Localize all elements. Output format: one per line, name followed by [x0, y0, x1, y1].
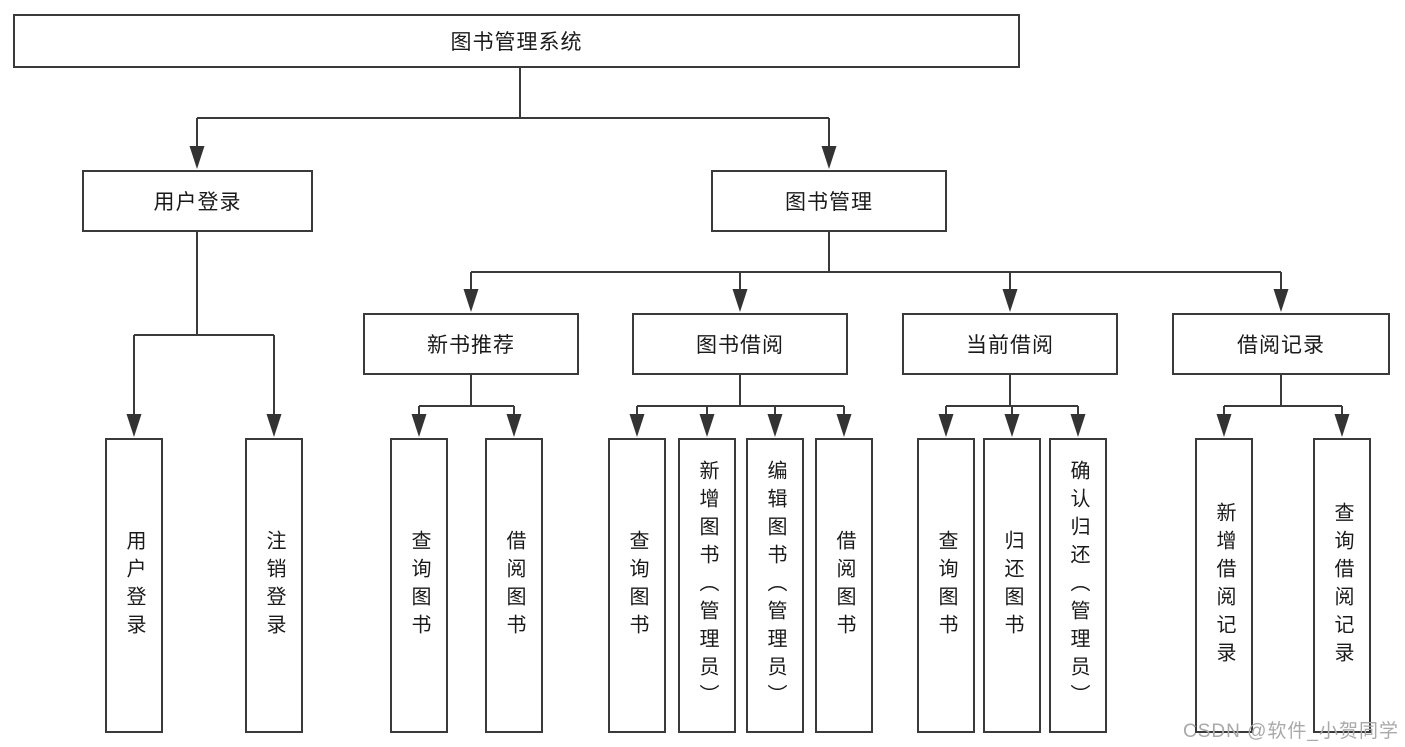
node-leaf-borrow-query-label: 查询图书: [626, 529, 648, 642]
node-leaf-current-query-label: 查询图书: [935, 529, 957, 642]
node-book-management-label: 图书管理: [785, 191, 873, 214]
arrowhead: [411, 414, 427, 437]
node-leaf-borrow-edit: 编辑图书（管理员）: [746, 438, 804, 733]
node-leaf-borrow-add-label: 新增图书（管理员）: [696, 459, 718, 712]
node-new-book-recommend-label: 新书推荐: [427, 334, 515, 357]
node-leaf-records-query-label: 查询借阅记录: [1331, 501, 1353, 670]
node-leaf-newbook-query: 查询图书: [390, 438, 448, 733]
arrowhead: [836, 414, 852, 437]
node-leaf-user-login: 用户登录: [105, 438, 163, 733]
arrowhead: [821, 146, 837, 169]
connector-root-to-level2: [196, 68, 830, 150]
node-root: 图书管理系统: [13, 14, 1020, 68]
node-book-borrowing-label: 图书借阅: [696, 334, 784, 357]
node-leaf-borrow-add: 新增图书（管理员）: [678, 438, 736, 733]
node-root-label: 图书管理系统: [450, 31, 583, 54]
node-user-login: 用户登录: [82, 170, 313, 232]
node-leaf-records-add: 新增借阅记录: [1195, 438, 1253, 733]
node-new-book-recommend: 新书推荐: [363, 313, 579, 375]
node-leaf-borrow-borrow: 借阅图书: [815, 438, 873, 733]
arrowhead: [1070, 414, 1086, 437]
node-leaf-current-query: 查询图书: [917, 438, 975, 733]
node-leaf-logout: 注销登录: [245, 438, 303, 733]
arrowhead: [126, 414, 142, 437]
node-leaf-borrow-edit-label: 编辑图书（管理员）: [764, 459, 786, 712]
node-book-borrowing: 图书借阅: [632, 313, 848, 375]
connector-records-to-leaves: [1223, 375, 1343, 420]
connector-newbook-to-leaves: [418, 375, 515, 420]
node-leaf-records-query: 查询借阅记录: [1313, 438, 1371, 733]
node-leaf-user-login-label: 用户登录: [123, 529, 145, 642]
arrowhead: [266, 414, 282, 437]
node-leaf-current-return: 归还图书: [983, 438, 1041, 733]
node-leaf-newbook-borrow-label: 借阅图书: [503, 529, 525, 642]
arrowhead: [1002, 289, 1018, 312]
node-leaf-current-confirm: 确认归还（管理员）: [1049, 438, 1107, 733]
arrowhead: [1334, 414, 1350, 437]
node-user-login-label: 用户登录: [153, 191, 242, 214]
node-leaf-newbook-borrow: 借阅图书: [485, 438, 543, 733]
arrowhead: [629, 414, 645, 437]
node-book-management: 图书管理: [711, 170, 947, 232]
connector-borrow-to-leaves: [636, 375, 845, 420]
node-leaf-records-add-label: 新增借阅记录: [1213, 501, 1235, 670]
node-leaf-newbook-query-label: 查询图书: [408, 529, 430, 642]
node-leaf-current-return-label: 归还图书: [1001, 529, 1023, 642]
arrowhead: [1004, 414, 1020, 437]
arrowhead: [506, 414, 522, 437]
node-current-borrowing-label: 当前借阅: [966, 334, 1054, 357]
connector-current-to-leaves: [945, 375, 1079, 420]
arrowhead: [699, 414, 715, 437]
connector-userlogin-to-leaves: [133, 232, 275, 420]
node-borrowing-records-label: 借阅记录: [1237, 334, 1325, 357]
arrowhead: [1216, 414, 1232, 437]
arrowhead: [1273, 289, 1289, 312]
arrowhead: [938, 414, 954, 437]
arrowhead: [767, 414, 783, 437]
arrowhead: [732, 289, 748, 312]
csdn-watermark: CSDN @软件_小贺同学: [1183, 721, 1399, 742]
node-borrowing-records: 借阅记录: [1172, 313, 1390, 375]
node-leaf-borrow-query: 查询图书: [608, 438, 666, 733]
arrowhead: [463, 289, 479, 312]
node-leaf-logout-label: 注销登录: [263, 529, 285, 642]
node-leaf-borrow-borrow-label: 借阅图书: [833, 529, 855, 642]
node-current-borrowing: 当前借阅: [902, 313, 1118, 375]
connector-bookmgmt-to-level3: [470, 232, 1282, 294]
node-leaf-current-confirm-label: 确认归还（管理员）: [1067, 459, 1089, 712]
arrowhead: [189, 146, 205, 169]
